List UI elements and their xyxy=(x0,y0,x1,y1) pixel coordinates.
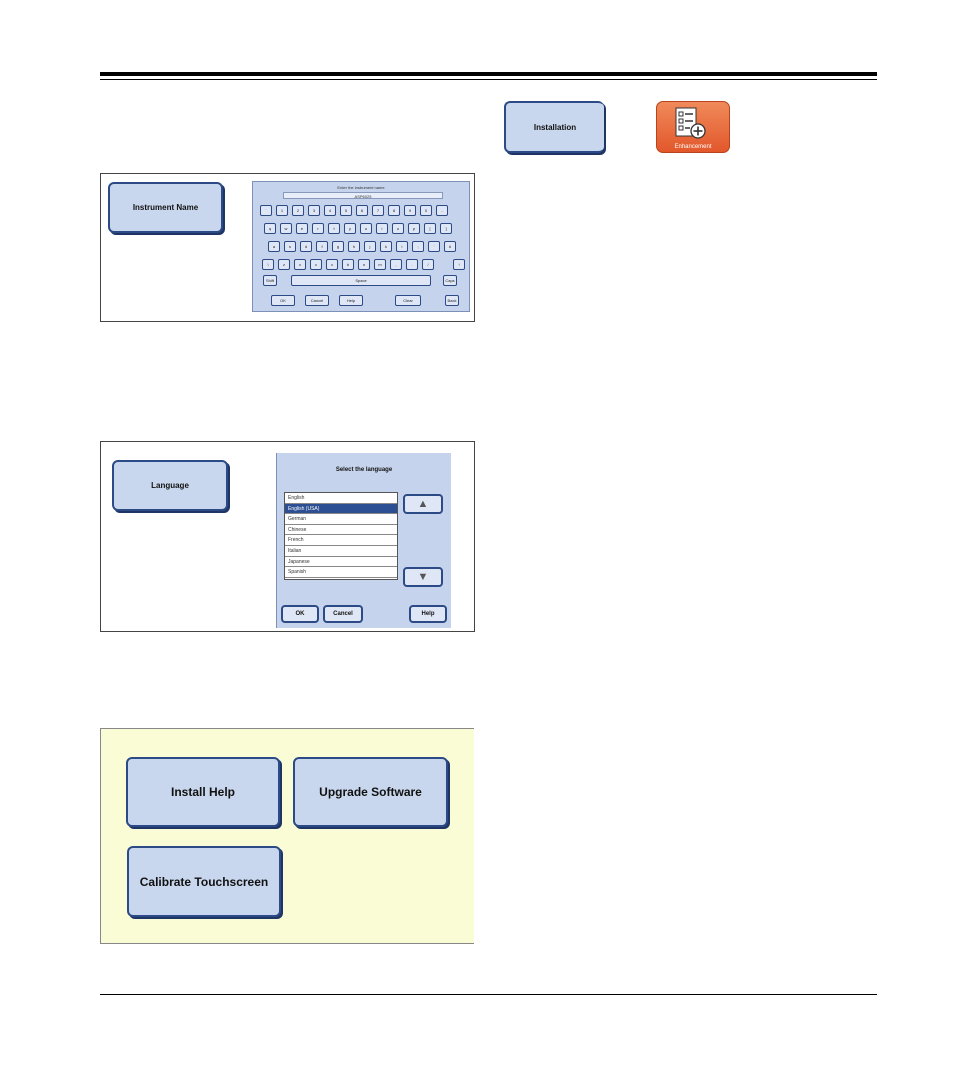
upgrade-software-button[interactable]: Upgrade Software xyxy=(293,757,448,827)
key[interactable]: 5 xyxy=(340,205,352,216)
checklist-add-icon xyxy=(675,107,706,139)
key[interactable]: b xyxy=(342,259,354,270)
help-button[interactable]: Help xyxy=(339,295,363,306)
key[interactable]: 3 xyxy=(308,205,320,216)
language-list[interactable]: English English (USA) German Chinese Fre… xyxy=(284,492,398,580)
install-help-label: Install Help xyxy=(170,785,235,799)
key[interactable]: z xyxy=(278,259,290,270)
key[interactable]: k xyxy=(380,241,392,252)
key[interactable]: i xyxy=(376,223,388,234)
installation-button[interactable]: Installation xyxy=(504,101,604,153)
space-key[interactable]: Space xyxy=(291,275,431,286)
triangle-up-icon: ▲ xyxy=(417,498,429,510)
ok-button[interactable]: OK xyxy=(271,295,295,306)
back-button[interactable]: Back xyxy=(445,295,459,306)
list-item[interactable]: German xyxy=(285,514,397,525)
key[interactable]: ] xyxy=(440,223,452,234)
scroll-up-button[interactable]: ▲ xyxy=(403,494,443,514)
key[interactable]: h xyxy=(348,241,360,252)
installation-panel: Install Help Upgrade Software Calibrate … xyxy=(100,728,474,944)
shift-key[interactable]: Shift xyxy=(263,275,277,286)
list-item[interactable]: English xyxy=(285,493,397,504)
key[interactable]: # xyxy=(444,241,456,252)
key[interactable]: v xyxy=(326,259,338,270)
key[interactable]: a xyxy=(268,241,280,252)
key[interactable]: d xyxy=(300,241,312,252)
ok-button[interactable]: OK xyxy=(281,605,319,623)
key[interactable]: ' xyxy=(428,241,440,252)
key[interactable]: x xyxy=(294,259,306,270)
calibrate-touchscreen-button[interactable]: Calibrate Touchscreen xyxy=(127,846,281,917)
header-rule-thin xyxy=(100,79,877,80)
key[interactable]: ` xyxy=(260,205,272,216)
instrument-name-button-label: Instrument Name xyxy=(132,203,199,212)
key[interactable]: , xyxy=(390,259,402,270)
key[interactable]: q xyxy=(264,223,276,234)
help-button[interactable]: Help xyxy=(409,605,447,623)
language-dialog: Select the language English English (USA… xyxy=(276,453,451,628)
key[interactable]: n xyxy=(358,259,370,270)
instrument-name-input[interactable]: ASP6025 xyxy=(283,192,443,199)
list-item[interactable]: Japanese xyxy=(285,557,397,568)
key[interactable]: 1 xyxy=(276,205,288,216)
list-item[interactable]: French xyxy=(285,535,397,546)
key[interactable]: 9 xyxy=(404,205,416,216)
key[interactable]: . xyxy=(406,259,418,270)
key[interactable]: y xyxy=(344,223,356,234)
key[interactable]: 7 xyxy=(372,205,384,216)
triangle-down-icon: ▼ xyxy=(417,571,429,583)
key[interactable]: 8 xyxy=(388,205,400,216)
keyboard-prompt: Enter the instrument name xyxy=(337,185,385,190)
scroll-down-button[interactable]: ▼ xyxy=(403,567,443,587)
clear-button[interactable]: Clear xyxy=(395,295,421,306)
key[interactable]: ; xyxy=(412,241,424,252)
key[interactable]: - xyxy=(436,205,448,216)
key[interactable]: w xyxy=(280,223,292,234)
list-item[interactable]: Chinese xyxy=(285,525,397,536)
keyboard-dialog: Enter the instrument name ASP6025 ` 1 2 … xyxy=(252,181,470,312)
key[interactable]: l xyxy=(396,241,408,252)
key[interactable]: m xyxy=(374,259,386,270)
caps-key[interactable]: Caps xyxy=(443,275,457,286)
key[interactable]: f xyxy=(316,241,328,252)
key[interactable]: 0 xyxy=(420,205,432,216)
header-rule-thick xyxy=(100,72,877,76)
key[interactable]: u xyxy=(360,223,372,234)
cancel-button[interactable]: Cancel xyxy=(305,295,329,306)
language-dialog-title: Select the language xyxy=(335,467,393,473)
key[interactable]: r xyxy=(312,223,324,234)
key[interactable]: \ xyxy=(262,259,274,270)
language-button-label: Language xyxy=(151,481,189,490)
enhancement-label: Enhancement xyxy=(674,144,712,150)
key[interactable]: 6 xyxy=(356,205,368,216)
install-help-button[interactable]: Install Help xyxy=(126,757,280,827)
cancel-button[interactable]: Cancel xyxy=(323,605,363,623)
key[interactable]: g xyxy=(332,241,344,252)
language-button[interactable]: Language xyxy=(112,460,228,511)
key[interactable]: 2 xyxy=(292,205,304,216)
list-item[interactable]: Spanish xyxy=(285,567,397,578)
list-item-selected[interactable]: English (USA) xyxy=(285,503,397,515)
instrument-name-button[interactable]: Instrument Name xyxy=(108,182,223,233)
key[interactable]: / xyxy=(422,259,434,270)
enhancement-button[interactable]: Enhancement xyxy=(656,101,730,153)
key[interactable]: e xyxy=(296,223,308,234)
upgrade-software-label: Upgrade Software xyxy=(319,785,422,799)
key[interactable]: [ xyxy=(424,223,436,234)
footer-rule xyxy=(100,994,877,995)
key[interactable]: p xyxy=(408,223,420,234)
key[interactable]: s xyxy=(284,241,296,252)
installation-button-label: Installation xyxy=(533,122,577,132)
list-item[interactable]: Italian xyxy=(285,546,397,557)
calibrate-touchscreen-label: Calibrate Touchscreen xyxy=(139,874,269,889)
key[interactable]: ↑ xyxy=(453,259,465,270)
key[interactable]: j xyxy=(364,241,376,252)
key[interactable]: t xyxy=(328,223,340,234)
key[interactable]: c xyxy=(310,259,322,270)
key[interactable]: o xyxy=(392,223,404,234)
key[interactable]: 4 xyxy=(324,205,336,216)
